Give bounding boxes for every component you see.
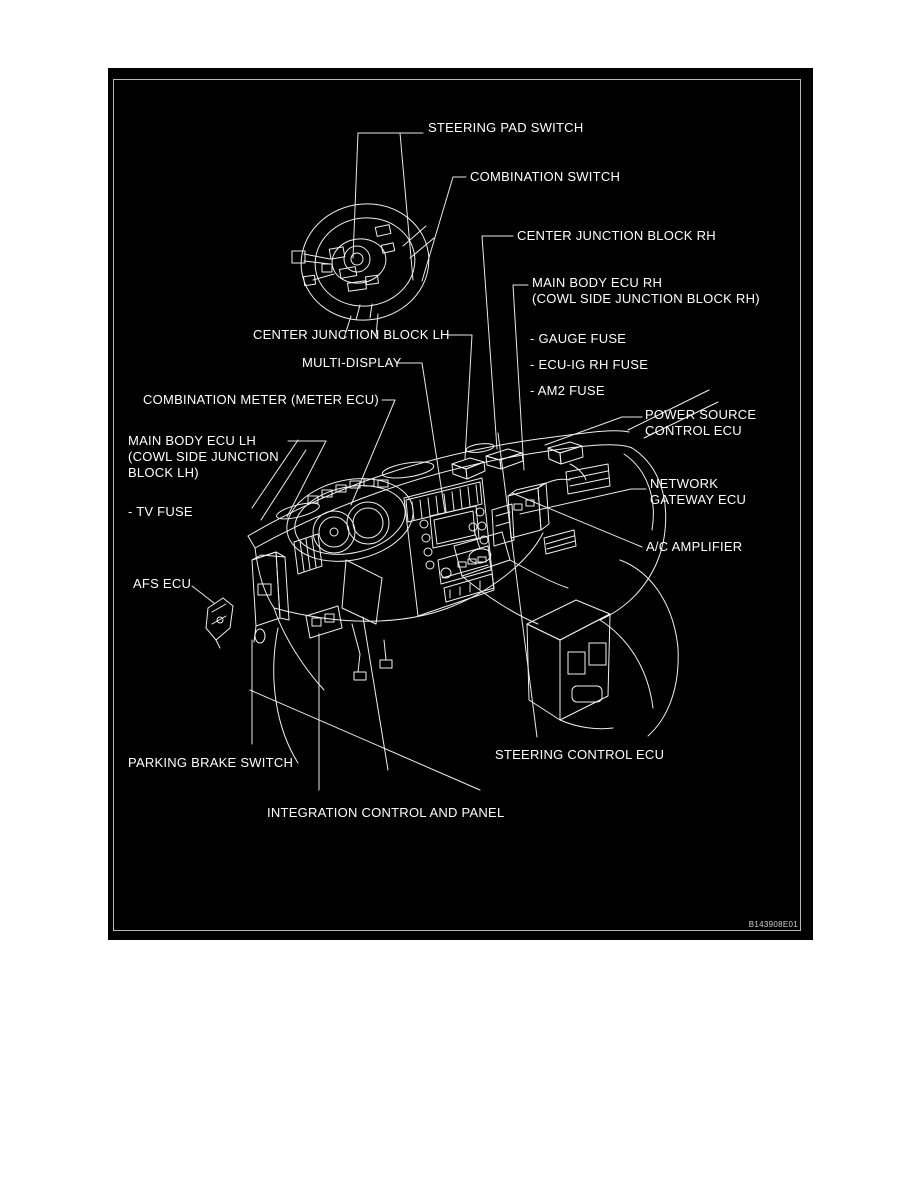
steering-wheel-drawing	[292, 195, 437, 338]
label-am2-fuse: - AM2 FUSE	[530, 383, 605, 398]
center-stack-drawing	[404, 478, 494, 616]
label-main-body-ecu-lh: MAIN BODY ECU LH (COWL SIDE JUNCTION BLO…	[128, 433, 279, 481]
label-ecu-ig-rh-fuse: - ECU-IG RH FUSE	[530, 357, 649, 372]
label-main-body-ecu-rh-line1: MAIN BODY ECU RH	[532, 275, 663, 290]
label-tv-fuse: - TV FUSE	[128, 504, 193, 519]
afs-ecu-drawing	[206, 598, 233, 648]
label-parking-brake-switch: PARKING BRAKE SWITCH	[128, 755, 294, 770]
label-combination-switch: COMBINATION SWITCH	[470, 169, 621, 184]
label-main-body-ecu-lh-line1: MAIN BODY ECU LH	[128, 433, 257, 448]
drawing-code: B143908E01	[748, 920, 798, 929]
label-steering-pad-switch: STEERING PAD SWITCH	[428, 120, 584, 135]
label-combination-meter: COMBINATION METER (METER ECU)	[143, 392, 379, 407]
label-main-body-ecu-rh: MAIN BODY ECU RH (COWL SIDE JUNCTION BLO…	[532, 275, 760, 307]
label-power-source-line2: CONTROL ECU	[645, 423, 742, 438]
label-gauge-fuse: - GAUGE FUSE	[530, 331, 627, 346]
label-network-gateway-line2: GATEWAY ECU	[650, 492, 747, 507]
label-ac-amplifier: A/C AMPLIFIER	[646, 539, 743, 554]
label-power-source-line1: POWER SOURCE	[645, 407, 757, 422]
label-power-source-control-ecu: POWER SOURCE CONTROL ECU	[645, 407, 756, 439]
label-integration-control-and-panel: INTEGRATION CONTROL AND PANEL	[267, 805, 505, 820]
dashboard-drawing	[248, 390, 718, 690]
label-multi-display: MULTI-DISPLAY	[302, 355, 402, 370]
label-network-gateway-ecu: NETWORK GATEWAY ECU	[650, 476, 746, 508]
junction-block-boxes	[452, 442, 586, 480]
console-drawing	[250, 523, 678, 790]
label-main-body-ecu-lh-line2: (COWL SIDE JUNCTION	[128, 449, 279, 464]
dashboard-illustration	[108, 68, 813, 940]
ecu-boxes-drawing	[492, 479, 576, 554]
label-center-junction-block-lh: CENTER JUNCTION BLOCK LH	[253, 327, 450, 342]
label-main-body-ecu-rh-line2: (COWL SIDE JUNCTION BLOCK RH)	[532, 291, 760, 306]
label-center-junction-block-rh: CENTER JUNCTION BLOCK RH	[517, 228, 716, 243]
label-network-gateway-line1: NETWORK	[650, 476, 719, 491]
label-afs-ecu: AFS ECU	[133, 576, 192, 591]
diagram-panel: STEERING PAD SWITCH COMBINATION SWITCH C…	[108, 68, 813, 940]
label-steering-control-ecu: STEERING CONTROL ECU	[495, 747, 665, 762]
label-main-body-ecu-lh-line3: BLOCK LH)	[128, 465, 199, 480]
